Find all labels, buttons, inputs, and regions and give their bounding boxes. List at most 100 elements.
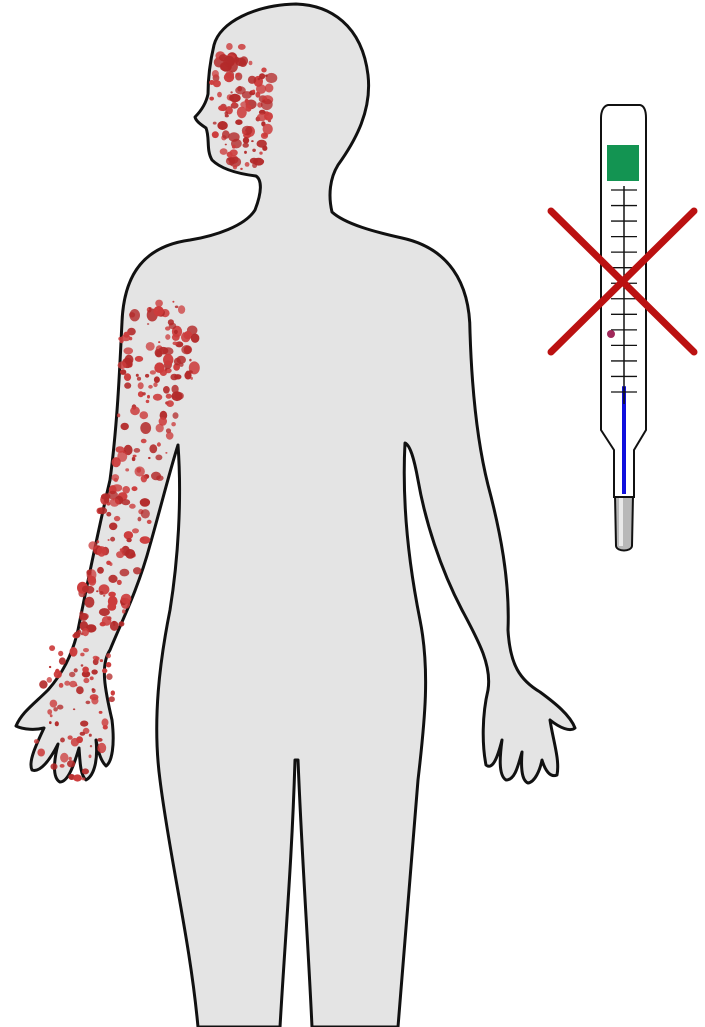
rash-spot — [178, 305, 185, 314]
rash-spot — [89, 755, 92, 759]
rash-spot — [121, 423, 129, 430]
rash-spot — [114, 516, 120, 521]
rash-spot — [266, 73, 278, 83]
rash-spot — [232, 145, 236, 149]
rash-spot — [88, 541, 97, 550]
rash-spot — [106, 512, 111, 517]
rash-spot — [155, 349, 161, 357]
rash-spot — [218, 105, 226, 111]
rash-spot — [47, 709, 52, 715]
rash-spot — [124, 373, 131, 381]
rash-spot — [248, 76, 256, 84]
rash-spot — [103, 595, 105, 597]
rash-spot — [245, 162, 250, 167]
rash-spot — [227, 152, 233, 158]
rash-spot — [49, 666, 51, 668]
rash-spot — [104, 498, 109, 503]
rash-spot — [112, 457, 121, 467]
rash-spot — [252, 90, 255, 93]
rash-spot — [165, 452, 167, 454]
rash-spot — [117, 580, 122, 585]
rash-spot — [166, 394, 172, 399]
rash-spot — [172, 301, 174, 303]
rash-spot — [69, 672, 75, 677]
rash-spot — [172, 334, 180, 341]
rash-spot — [75, 684, 77, 686]
rash-spot — [184, 372, 191, 380]
rash-spot — [243, 137, 249, 144]
rash-spot — [123, 332, 129, 338]
rash-spot — [141, 537, 144, 540]
rash-spot — [147, 520, 152, 524]
rash-spot — [109, 523, 117, 531]
rash-spot — [252, 149, 256, 152]
rash-spot — [253, 158, 264, 166]
rash-spot — [165, 334, 170, 340]
rash-spot — [256, 84, 266, 94]
rash-spot — [175, 306, 179, 309]
rash-spot — [82, 628, 89, 636]
rash-spot — [151, 472, 161, 481]
rash-spot — [148, 457, 151, 459]
rash-spot — [138, 382, 144, 389]
rash-spot — [129, 312, 135, 317]
rash-spot — [220, 148, 228, 155]
rash-spot — [96, 540, 99, 543]
rash-spot — [111, 690, 115, 695]
rash-spot — [102, 668, 107, 673]
rash-spot — [93, 656, 99, 660]
rash-spot — [132, 486, 138, 491]
rash-spot — [225, 144, 227, 146]
rash-spot — [50, 700, 58, 708]
human-body-outline-icon — [16, 4, 575, 1027]
rash-spot — [100, 659, 103, 662]
rash-spot — [98, 748, 101, 751]
rash-spot — [126, 538, 131, 542]
rash-spot — [125, 549, 135, 559]
rash-spot — [116, 446, 125, 453]
rash-spot — [49, 645, 55, 651]
rash-spot — [238, 44, 246, 50]
rash-spot — [99, 608, 110, 616]
rash-spot — [141, 509, 150, 518]
rash-spot — [229, 94, 241, 103]
rash-spot — [237, 107, 247, 119]
rash-spot — [91, 697, 98, 705]
rash-spot — [73, 708, 75, 710]
rash-spot — [168, 319, 174, 325]
rash-spot — [80, 653, 84, 657]
rash-spot — [97, 546, 106, 557]
rash-spot — [239, 60, 247, 67]
rash-spot — [259, 152, 262, 155]
rash-spot — [70, 647, 78, 657]
rash-spot — [145, 374, 149, 378]
rash-spot — [245, 105, 251, 112]
rash-spot — [122, 609, 126, 613]
rash-spot — [96, 590, 98, 592]
thermometer-icon — [601, 105, 646, 551]
rash-spot — [209, 97, 214, 101]
rash-spot — [54, 670, 62, 678]
rash-spot — [261, 99, 273, 110]
rash-spot — [37, 749, 45, 757]
rash-spot — [141, 439, 147, 444]
rash-spot — [140, 498, 150, 507]
rash-spot — [112, 484, 123, 491]
rash-spot — [82, 667, 89, 673]
rash-spot — [240, 168, 243, 170]
rash-spot — [79, 613, 88, 621]
normal-temperature-marker — [607, 330, 615, 338]
rash-spot — [133, 455, 137, 458]
rash-spot — [230, 91, 232, 93]
rash-spot — [90, 676, 94, 680]
rash-spot — [97, 738, 102, 742]
rash-spot — [261, 68, 266, 73]
rash-spot — [245, 99, 249, 103]
rash-spot — [120, 569, 130, 577]
rash-spot — [84, 597, 94, 608]
rash-spot — [181, 345, 192, 354]
rash-spot — [55, 721, 59, 726]
rash-spot — [235, 73, 239, 77]
rash-spot — [166, 400, 174, 407]
